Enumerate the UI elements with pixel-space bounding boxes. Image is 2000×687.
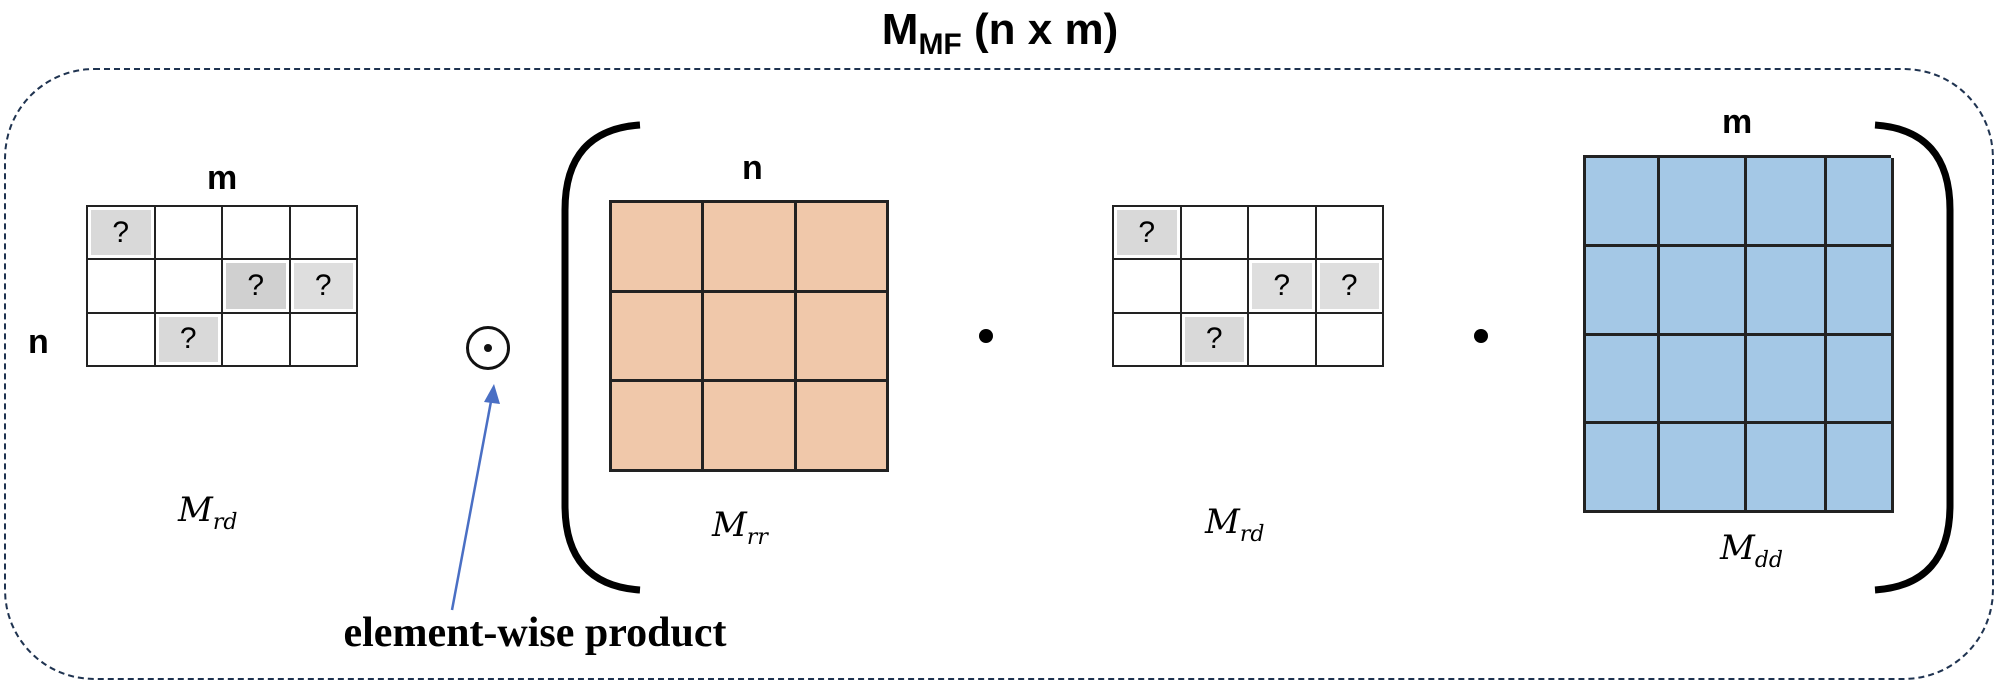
matrix-cell (1586, 158, 1660, 247)
matrix-cell (88, 260, 156, 314)
diagram-title: MMF (n x m) (0, 2, 2000, 73)
matrix-cell (612, 382, 705, 472)
matrix-cell (612, 203, 705, 293)
matrix-cell (1316, 207, 1384, 261)
matrix-cell (223, 207, 291, 261)
title-subscript: MF (918, 28, 962, 61)
matrix-cell (290, 313, 358, 367)
title-main: M (881, 5, 919, 54)
left-bracket (561, 121, 641, 594)
matrix-product-dot-icon (979, 329, 993, 343)
far-matrix-label: Mdd (1720, 528, 1783, 573)
left-matrix-m-label: m (207, 159, 238, 197)
matrix-cell-unknown: ? (223, 260, 291, 314)
matrix-cell (796, 292, 889, 383)
dd-similarity-matrix (1583, 155, 1894, 513)
matrix-cell (223, 313, 291, 367)
mid-matrix-n-label: n (742, 149, 763, 187)
right-rating-matrix: ? ? ? ? (1112, 205, 1384, 367)
left-matrix-n-label: n (28, 323, 49, 361)
matrix-cell (1249, 207, 1317, 261)
matrix-cell (1249, 313, 1317, 367)
matrix-cell (796, 203, 889, 293)
matrix-cell (1586, 246, 1660, 336)
matrix-cell (1660, 424, 1747, 513)
matrix-cell (704, 203, 797, 293)
matrix-cell (1827, 335, 1894, 425)
matrix-cell-unknown: ? (290, 260, 358, 314)
matrix-cell (1747, 424, 1827, 513)
matrix-cell (1586, 335, 1660, 425)
left-matrix-label: Mrd (178, 490, 238, 535)
matrix-cell (704, 382, 797, 472)
matrix-cell (88, 313, 156, 367)
matrix-cell (155, 260, 223, 314)
matrix-cell (1827, 246, 1894, 336)
matrix-cell-unknown: ? (88, 207, 156, 261)
element-wise-product-caption: element-wise product (343, 610, 727, 656)
mid-matrix-label: Mrr (712, 505, 768, 550)
matrix-cell (1827, 424, 1894, 513)
matrix-cell-unknown: ? (1114, 207, 1182, 261)
far-matrix-m-label: m (1722, 103, 1753, 141)
matrix-cell (1747, 246, 1827, 336)
matrix-cell (1660, 335, 1747, 425)
matrix-cell (1114, 260, 1182, 314)
matrix-cell (1181, 207, 1249, 261)
dashed-frame (4, 68, 1994, 680)
matrix-cell (704, 292, 797, 383)
matrix-cell-unknown: ? (1249, 260, 1317, 314)
matrix-cell (1827, 158, 1894, 247)
matrix-cell (155, 207, 223, 261)
matrix-product-dot-icon (1474, 329, 1488, 343)
rr-similarity-matrix (609, 200, 889, 472)
matrix-cell (1586, 424, 1660, 513)
matrix-cell (1181, 260, 1249, 314)
matrix-cell (290, 207, 358, 261)
matrix-cell (796, 382, 889, 472)
matrix-cell (1747, 335, 1827, 425)
matrix-cell-unknown: ? (155, 313, 223, 367)
matrix-cell (1660, 246, 1747, 336)
element-wise-product-icon (466, 326, 510, 370)
matrix-cell (1660, 158, 1747, 247)
left-rating-matrix: ? ? ? ? (86, 205, 358, 367)
matrix-cell-unknown: ? (1316, 260, 1384, 314)
matrix-cell (1114, 313, 1182, 367)
right-bracket (1874, 121, 1954, 594)
matrix-cell-unknown: ? (1181, 313, 1249, 367)
matrix-cell (612, 292, 705, 383)
matrix-cell (1747, 158, 1827, 247)
title-dimensions: (n x m) (961, 5, 1119, 54)
matrix-cell (1316, 313, 1384, 367)
right-matrix-label: Mrd (1205, 502, 1265, 547)
